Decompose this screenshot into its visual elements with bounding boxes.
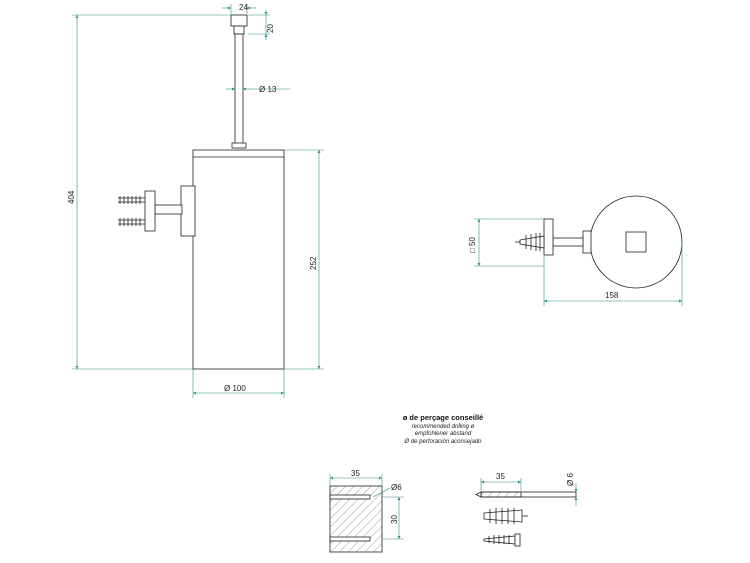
note-line-de: empfohlener abstand	[415, 431, 472, 437]
side-dimension-labels: □ 50 158	[468, 236, 619, 300]
front-dimension-labels: 24 20 Ø 13 404 252 Ø 100	[67, 3, 318, 393]
brush-rod	[234, 33, 244, 147]
holder-body	[192, 149, 285, 370]
wall-section-detail	[329, 485, 383, 553]
total-height-label: 404	[67, 190, 76, 204]
wood-screw	[483, 533, 521, 547]
brush-square	[625, 231, 647, 253]
handle-neck	[233, 25, 245, 35]
drill-bit	[475, 491, 577, 498]
front-view	[118, 14, 285, 370]
side-dimensions	[474, 218, 683, 306]
side-wall-plug	[515, 233, 545, 251]
hole-spacing-label: 30	[390, 515, 399, 524]
note-line-en: recommended drilling ø	[412, 424, 475, 430]
rod-collar	[231, 142, 247, 149]
body-diameter-label: Ø 100	[224, 384, 246, 393]
wall-screws	[118, 196, 145, 226]
wall-plug	[483, 508, 528, 524]
wall-section-labels: 35 Ø6 30	[351, 469, 402, 524]
bracket-ring	[180, 185, 196, 237]
body-height-label: 252	[309, 256, 318, 270]
rod-diameter-label: Ø 13	[259, 85, 277, 94]
bracket-arm	[154, 204, 183, 215]
top-height-label: 20	[266, 24, 275, 33]
side-bracket-arm	[552, 237, 584, 247]
plate-size-label: □ 50	[468, 236, 477, 253]
top-width-label: 24	[239, 3, 248, 12]
side-bracket-ring	[582, 230, 592, 254]
drill-depth-label: 35	[496, 472, 505, 481]
wall-depth-label: 35	[351, 469, 360, 478]
handle-cap	[230, 14, 248, 27]
front-dimensions	[72, 4, 324, 398]
side-view	[515, 195, 683, 289]
wall-plate	[144, 190, 156, 232]
drill-detail	[475, 491, 577, 547]
side-wall-plate	[543, 218, 554, 256]
bit-diameter-label: Ø 6	[566, 473, 575, 486]
hole-diameter-label: Ø6	[391, 483, 402, 492]
drilling-note: ø de perçage conseillé recommended drill…	[403, 413, 483, 445]
note-title-fr: ø de perçage conseillé	[403, 413, 483, 422]
drill-detail-dimensions	[480, 478, 578, 506]
drill-hole-upper	[329, 494, 371, 500]
side-depth-label: 158	[605, 291, 619, 300]
wall-section-dimensions	[329, 474, 404, 540]
drill-hole-lower	[329, 536, 371, 542]
note-line-es: Ø de perforación aconsejado	[403, 439, 482, 445]
drill-detail-labels: 35 Ø 6	[496, 472, 575, 486]
